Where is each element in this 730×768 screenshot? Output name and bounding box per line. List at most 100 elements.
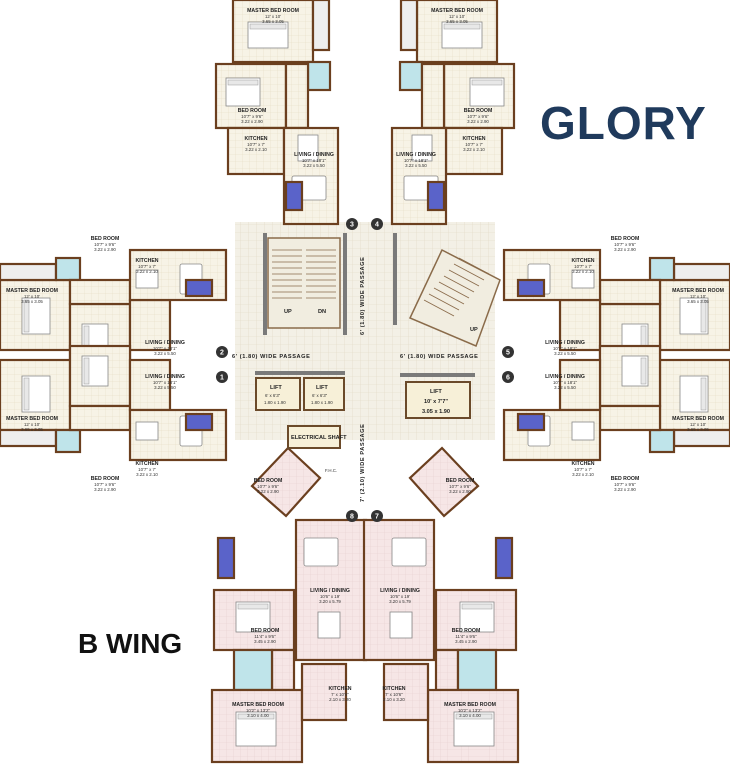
kitchen xyxy=(382,662,430,722)
flat-2-kitchen-label-dim: 10'7" x 7' xyxy=(138,264,156,269)
lift-3-title: LIFT xyxy=(430,389,442,395)
flat-6-kitchen-label-dim: 10'7" x 7' xyxy=(574,467,592,472)
flat-1-kitchen-label-dim: 10'7" x 7' xyxy=(138,467,156,472)
wardrobe xyxy=(672,262,730,282)
kitchen-label-dim: 10'7" x 7' xyxy=(465,142,483,147)
flat-1-master-label-met: 3.65 x 3.05 xyxy=(21,427,43,432)
flat-number-label-4: 4 xyxy=(375,222,379,229)
wing-label: B WING xyxy=(78,628,183,659)
flat-number-2 xyxy=(216,346,228,358)
flat-2-master-label-dim: 12' x 10' xyxy=(24,294,40,299)
flat-1-bed-label-dim: 10'7" x 9'6" xyxy=(94,482,116,487)
passage-label-v-top: 6' (1.80) WIDE PASSAGE xyxy=(360,257,366,335)
flat-number-label-2: 2 xyxy=(220,350,224,357)
flat-1-master-label-name: MASTER BED ROOM xyxy=(6,416,58,422)
toilet xyxy=(306,60,332,92)
master-bedroom-label-dim: 12' x 10' xyxy=(265,14,281,19)
sun-deck xyxy=(426,180,446,212)
flat-5-kitchen-label-met: 3.22 x 2.10 xyxy=(572,269,594,274)
flat-5-master-label-met: 3.65 x 3.05 xyxy=(687,299,709,304)
bedroom-label-dim: 10'7" x 9'6" xyxy=(467,114,489,119)
flat-8-kitchen-label-dim: 7' x 10'6" xyxy=(331,692,349,697)
lift-2-met: 1.80 x 1.90 xyxy=(311,400,333,405)
flat-1-living-label-name: LIVING / DINING xyxy=(145,374,185,380)
flat-6-master-label-name: MASTER BED ROOM xyxy=(672,416,724,422)
core-walls xyxy=(255,233,475,377)
flat-5-kitchen-label-dim: 10'7" x 7' xyxy=(574,264,592,269)
sun-deck xyxy=(494,536,514,580)
flat-6-bed-label-dim: 10'7" x 9'6" xyxy=(614,482,636,487)
dining-table xyxy=(317,611,341,639)
flat-number-label-5: 5 xyxy=(506,350,510,357)
lift-3-met: 3.05 x 1.90 xyxy=(422,409,450,415)
flat-6-bed-label-met: 3.22 x 2.90 xyxy=(614,487,636,492)
passage-label-v-bottom: 7' (2.10) WIDE PASSAGE xyxy=(360,424,366,502)
dining-table xyxy=(389,611,413,639)
passage xyxy=(598,278,662,306)
flat-number-1 xyxy=(216,371,228,383)
sofa-furniture xyxy=(391,537,427,567)
wardrobe xyxy=(311,0,331,52)
electrical-shaft: ELECTRICAL SHAFT xyxy=(287,425,347,449)
flat-8-diag-bed-label-met: 3.22 x 2.90 xyxy=(257,489,279,494)
sofa-furniture xyxy=(303,537,339,567)
toilet xyxy=(54,256,82,282)
flat-1-kitchen-label-name: KITCHEN xyxy=(135,461,158,467)
flat-7-kitchen-label-name: KITCHEN xyxy=(382,686,405,692)
flat-7-diag-bed-label-name: BED ROOM xyxy=(446,478,475,484)
flat-8-living-label-met: 3.20 x 5.79 xyxy=(319,599,341,604)
dining-table xyxy=(135,269,159,289)
flat-5-bed-label-dim: 10'7" x 9'6" xyxy=(614,242,636,247)
flat-8 xyxy=(210,446,368,764)
flat-number-label-8: 8 xyxy=(350,514,354,521)
passage xyxy=(68,404,132,432)
kitchen-label-name: KITCHEN xyxy=(462,136,485,142)
flat-7-bed-label-met: 3.45 x 2.90 xyxy=(455,639,477,644)
flat-7-bed-label-name: BED ROOM xyxy=(452,628,481,634)
wardrobe xyxy=(399,0,419,52)
flat-2-kitchen-label-name: KITCHEN xyxy=(135,258,158,264)
flat-6-living-label-met: 3.22 x 5.50 xyxy=(554,385,576,390)
lift-1-met: 1.80 x 1.90 xyxy=(264,400,286,405)
flat-6-master-label-dim: 12' x 10' xyxy=(690,422,706,427)
lift-1: LIFT 6' x 6'3" 1.80 x 1.90 xyxy=(255,377,301,411)
flat-8-bed-label-dim: 11'4" x 9'6" xyxy=(254,634,276,639)
flat-2-bed-label-met: 3.22 x 2.90 xyxy=(94,247,116,252)
toilet xyxy=(648,256,676,282)
flat-7-kitchen-label-dim: 7' x 10'6" xyxy=(385,692,403,697)
kitchen-label-met: 3.22 x 2.10 xyxy=(245,147,267,152)
living-label-met: 3.22 x 5.50 xyxy=(303,163,325,168)
flat-5-living-label-dim: 10'7" x 18'1" xyxy=(553,346,578,351)
passage xyxy=(270,648,296,692)
flat-8-kitchen-label-met: 2.10 x 3.20 xyxy=(329,697,351,702)
sun-deck xyxy=(184,278,214,298)
kitchen xyxy=(226,126,286,176)
stair-dn-label: DN xyxy=(318,309,326,315)
toilet xyxy=(398,60,424,92)
flat-8-master-label-dim: 10'2" x 13'2" xyxy=(246,708,271,713)
wardrobe xyxy=(0,428,58,448)
flat-6-kitchen-label-met: 3.22 x 2.10 xyxy=(572,472,594,477)
flat-1-bed-label-name: BED ROOM xyxy=(91,476,120,482)
flat-2-kitchen-label-met: 3.22 x 2.10 xyxy=(136,269,158,274)
flat-8-bed-label-met: 3.45 x 2.90 xyxy=(254,639,276,644)
fhc-label: F.H.C. xyxy=(325,468,337,473)
passage xyxy=(420,62,446,130)
master-bedroom-label-name: MASTER BED ROOM xyxy=(431,8,483,14)
toilet xyxy=(648,428,676,454)
passage xyxy=(68,278,132,306)
flat-7-master-label-dim: 10'2" x 13'2" xyxy=(458,708,483,713)
